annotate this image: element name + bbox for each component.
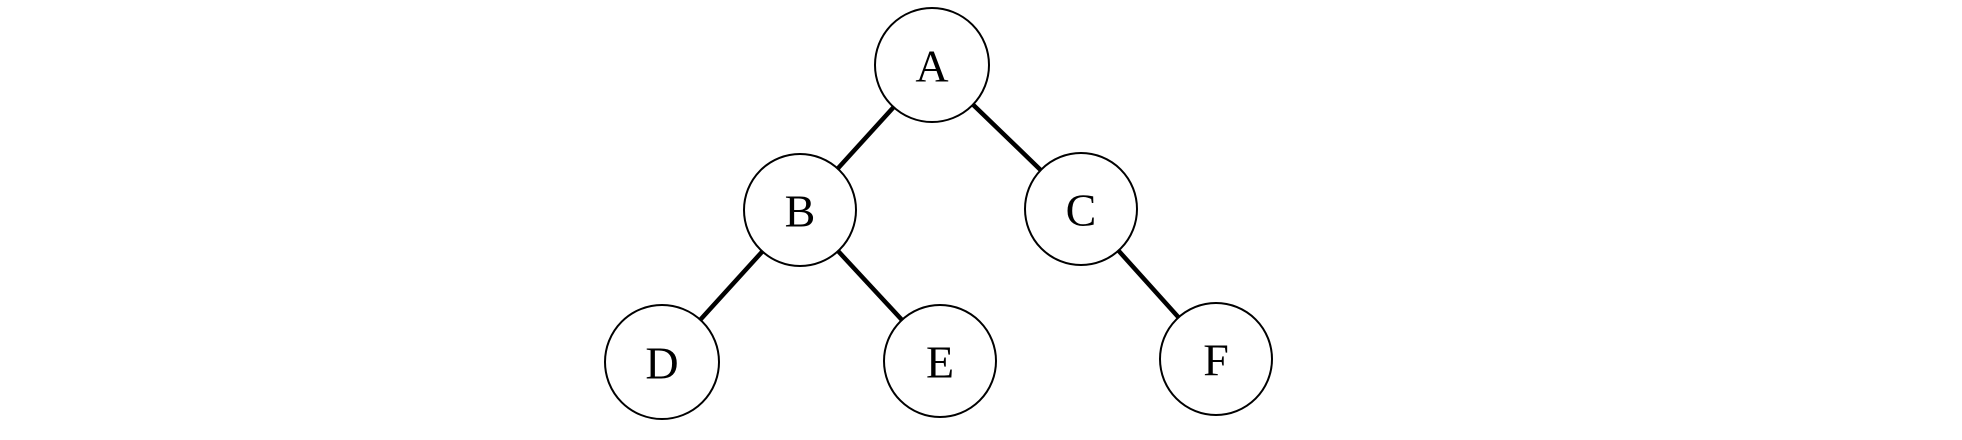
tree-node-c[interactable]: C xyxy=(1024,152,1138,266)
node-circle-e[interactable] xyxy=(883,304,997,418)
node-label-e: E xyxy=(926,337,954,388)
node-circle-f[interactable] xyxy=(1159,302,1273,416)
node-label-d: D xyxy=(645,338,678,389)
node-circle-a[interactable] xyxy=(874,7,990,123)
node-label-c: C xyxy=(1066,185,1097,236)
tree-node-d[interactable]: D xyxy=(604,304,720,420)
node-circle-b[interactable] xyxy=(743,153,857,267)
node-circle-d[interactable] xyxy=(604,304,720,420)
tree-node-b[interactable]: B xyxy=(743,153,857,267)
tree-edge-c-f xyxy=(1116,249,1181,319)
tree-edge-a-b xyxy=(836,105,896,171)
node-label-a: A xyxy=(915,41,948,92)
node-label-b: B xyxy=(785,186,816,237)
tree-edge-a-c xyxy=(971,102,1043,172)
tree-node-a[interactable]: A xyxy=(874,7,990,123)
node-label-f: F xyxy=(1203,335,1229,386)
tree-node-f[interactable]: F xyxy=(1159,302,1273,416)
node-circle-c[interactable] xyxy=(1024,152,1138,266)
tree-edge-b-d xyxy=(698,249,765,322)
tree-node-e[interactable]: E xyxy=(883,304,997,418)
edge-layer xyxy=(698,102,1181,322)
node-layer: A B C D E F xyxy=(604,7,1273,420)
tree-edge-b-e xyxy=(836,249,904,322)
